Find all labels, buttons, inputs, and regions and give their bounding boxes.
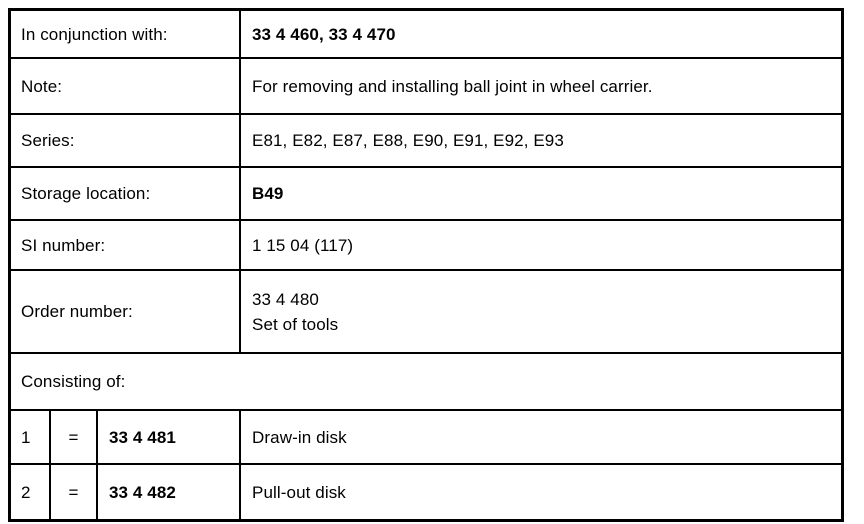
- row-value-cell: B49: [241, 168, 841, 219]
- part-index: 1: [21, 427, 31, 447]
- row-value: E81, E82, E87, E88, E90, E91, E92, E93: [252, 131, 564, 150]
- row-label-cell: Series:: [11, 115, 241, 166]
- row-label-cell: In conjunction with:: [11, 11, 241, 57]
- row-value-cell: E81, E82, E87, E88, E90, E91, E92, E93: [241, 115, 841, 166]
- row-label-cell: SI number:: [11, 221, 241, 269]
- row-value-cell: 33 4 460, 33 4 470: [241, 11, 841, 57]
- table-row-order-number: Order number: 33 4 480 Set of tools: [11, 271, 841, 354]
- part-number-cell: 33 4 481: [98, 411, 241, 463]
- table-row-part-2: 2 = 33 4 482 Pull-out disk: [11, 465, 841, 519]
- row-value-cell: For removing and installing ball joint i…: [241, 59, 841, 113]
- row-value-cell: 33 4 480 Set of tools: [241, 271, 841, 352]
- row-label: SI number:: [21, 235, 106, 255]
- part-equals-cell: =: [51, 465, 98, 519]
- row-label-cell: Order number:: [11, 271, 241, 352]
- equals-sign: =: [68, 482, 79, 502]
- part-index-cell: 1: [11, 411, 51, 463]
- table-row-part-1: 1 = 33 4 481 Draw-in disk: [11, 411, 841, 465]
- table-row-note: Note: For removing and installing ball j…: [11, 59, 841, 115]
- part-description: Pull-out disk: [252, 482, 346, 502]
- section-heading-label: Consisting of:: [21, 372, 126, 391]
- row-label: Series:: [21, 131, 75, 150]
- part-description: Draw-in disk: [252, 427, 347, 447]
- part-number-cell: 33 4 482: [98, 465, 241, 519]
- part-description-cell: Draw-in disk: [241, 411, 841, 463]
- row-label-cell: Storage location:: [11, 168, 241, 219]
- row-label-cell: Note:: [11, 59, 241, 113]
- row-label: Storage location:: [21, 184, 151, 203]
- part-index: 2: [21, 482, 31, 502]
- row-label: In conjunction with:: [21, 24, 168, 44]
- row-value: B49: [252, 184, 284, 203]
- part-number: 33 4 482: [109, 482, 176, 502]
- row-value: 33 4 460, 33 4 470: [252, 24, 396, 44]
- special-tool-table: In conjunction with: 33 4 460, 33 4 470 …: [8, 8, 844, 522]
- section-heading-cell: Consisting of:: [11, 354, 841, 409]
- row-label: Note:: [21, 76, 63, 96]
- part-equals-cell: =: [51, 411, 98, 463]
- table-row-in-conjunction-with: In conjunction with: 33 4 460, 33 4 470: [11, 11, 841, 59]
- equals-sign: =: [68, 427, 79, 447]
- table-row-series: Series: E81, E82, E87, E88, E90, E91, E9…: [11, 115, 841, 168]
- table-row-storage-location: Storage location: B49: [11, 168, 841, 221]
- row-label: Order number:: [21, 302, 133, 321]
- part-description-cell: Pull-out disk: [241, 465, 841, 519]
- part-number: 33 4 481: [109, 427, 176, 447]
- row-value: 33 4 480 Set of tools: [252, 289, 339, 334]
- row-value: 1 15 04 (117): [252, 235, 354, 255]
- table-row-si-number: SI number: 1 15 04 (117): [11, 221, 841, 271]
- table-row-consisting-of: Consisting of:: [11, 354, 841, 411]
- row-value: For removing and installing ball joint i…: [252, 76, 653, 96]
- row-value-cell: 1 15 04 (117): [241, 221, 841, 269]
- part-index-cell: 2: [11, 465, 51, 519]
